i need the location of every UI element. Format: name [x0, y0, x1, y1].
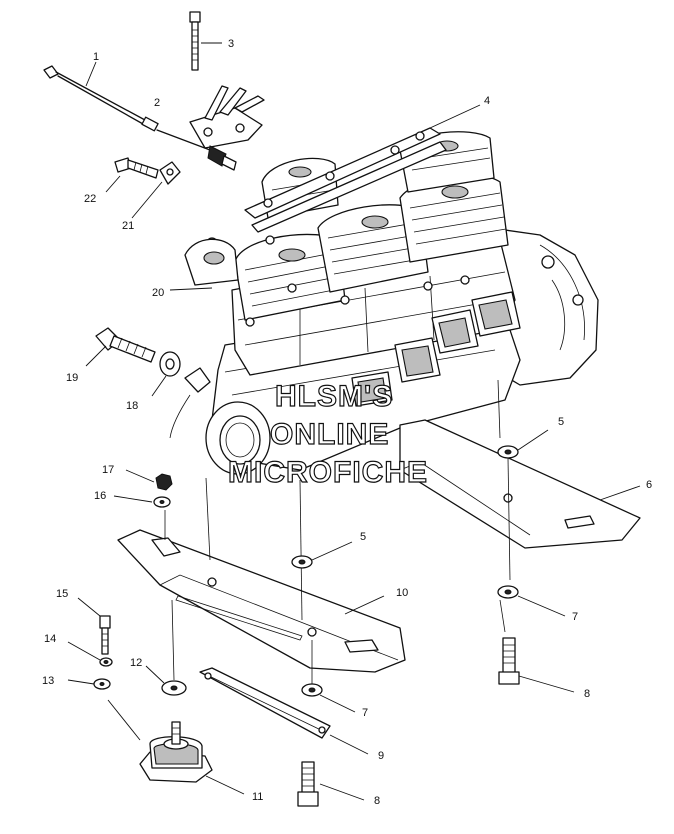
washer-part-7a [497, 585, 566, 617]
callout-18: 18 [126, 400, 138, 412]
callout-16: 16 [94, 490, 106, 502]
bolt-part-8a [498, 637, 575, 693]
callout-10: 10 [396, 587, 408, 599]
cable-part-1 [43, 61, 237, 171]
callout-15: 15 [56, 588, 68, 600]
callout-labels: 1 2 3 4 5 5 6 7 7 8 8 9 10 11 12 13 14 1… [42, 38, 652, 807]
washer-part-18 [151, 351, 181, 397]
callout-2: 2 [154, 97, 160, 109]
engine-assembly [184, 127, 599, 475]
watermark-line-1: HLSM'S [275, 380, 393, 413]
callout-14: 14 [44, 633, 56, 645]
callout-5b: 5 [360, 531, 366, 543]
callout-6: 6 [646, 479, 652, 491]
callout-17: 17 [102, 464, 114, 476]
callout-1: 1 [93, 51, 99, 63]
callout-9: 9 [378, 750, 384, 762]
motor-mount-part-11 [107, 699, 245, 795]
watermark-line-3: MICROFICHE [228, 456, 428, 489]
bolt-part-19 [85, 327, 156, 367]
callout-5a: 5 [558, 416, 564, 428]
callout-13: 13 [42, 675, 54, 687]
callout-12: 12 [130, 657, 142, 669]
watermark: HLSM'S ONLINE MICROFICHE [227, 379, 428, 489]
clip-part-21 [131, 161, 181, 219]
assembly-guide-lines [164, 379, 511, 690]
callout-21: 21 [122, 220, 134, 232]
bolt-part-15 [77, 597, 111, 655]
bracket-part-10 [117, 529, 406, 673]
fitting-part-22 [105, 157, 159, 193]
bracket-part-6 [399, 419, 641, 549]
washer-part-14 [67, 641, 113, 667]
bolt-part-8b [297, 761, 365, 807]
callout-8a: 8 [584, 688, 590, 700]
washer-part-5b [291, 541, 353, 569]
intake-manifolds [351, 291, 521, 407]
washer-part-7b [301, 683, 356, 713]
callout-22: 22 [84, 193, 96, 205]
washer-part-5a [497, 429, 549, 459]
callout-7a: 7 [572, 611, 578, 623]
washer-part-13 [67, 678, 111, 690]
washer-part-16 [113, 495, 171, 508]
callout-8b: 8 [374, 795, 380, 807]
nut-part-17 [125, 469, 173, 491]
washer-part-12 [145, 665, 187, 696]
callout-19: 19 [66, 372, 78, 384]
bolt-part-3 [189, 11, 222, 71]
callout-11: 11 [252, 791, 263, 803]
callout-4: 4 [484, 95, 490, 107]
callout-7b: 7 [362, 707, 368, 719]
callout-20: 20 [152, 287, 164, 299]
callout-3: 3 [228, 38, 234, 50]
bracket-part-2 [189, 85, 265, 149]
strap-part-9 [199, 667, 369, 755]
watermark-line-2: ONLINE [270, 418, 389, 451]
